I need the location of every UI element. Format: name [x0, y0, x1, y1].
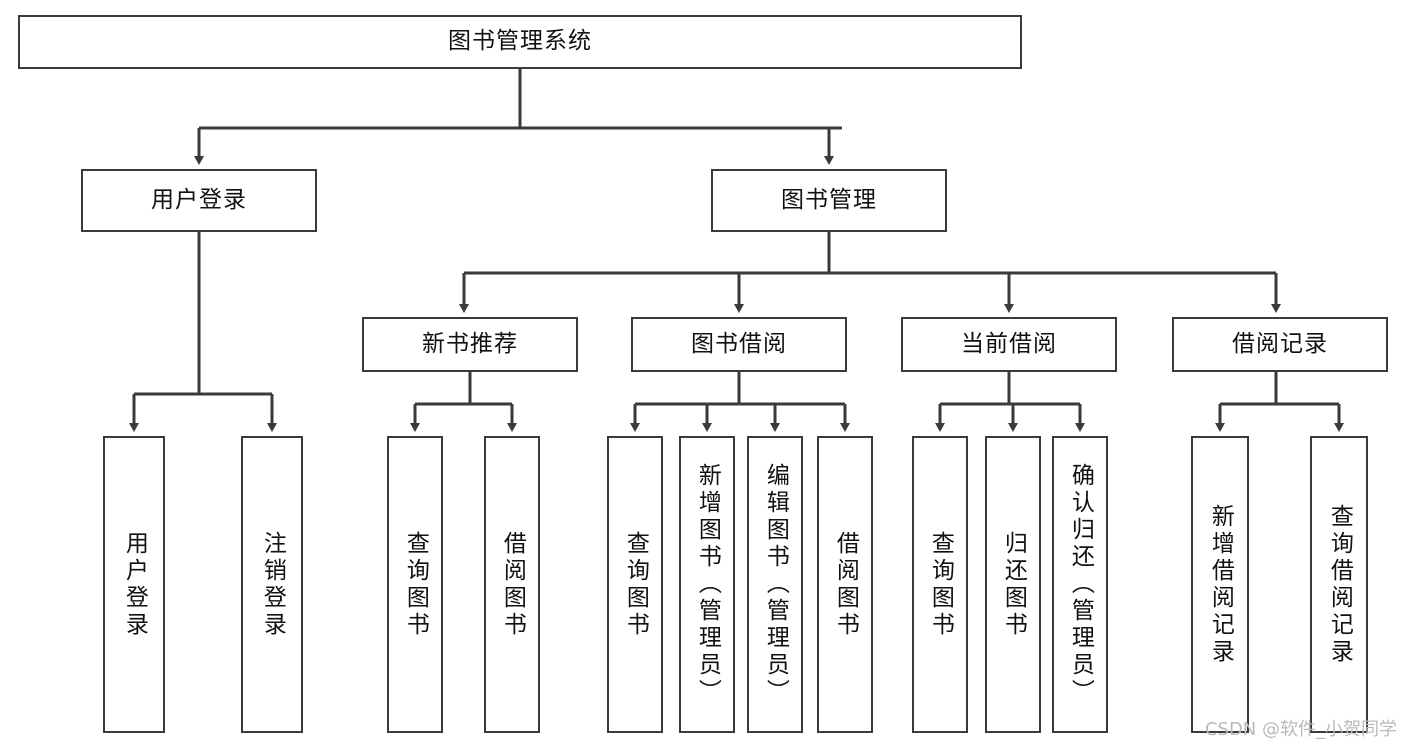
node-new-book-recommend-label: 新书推荐: [422, 330, 518, 357]
node-leaf-borrow-book-recommend[interactable]: 借阅图书: [484, 436, 540, 733]
node-leaf-confirm-return-admin[interactable]: 确认归还（管理员）: [1052, 436, 1108, 733]
node-leaf-query-book-recommend[interactable]: 查询图书: [387, 436, 443, 733]
node-root[interactable]: 图书管理系统: [18, 15, 1022, 69]
node-leaf-logout[interactable]: 注销登录: [241, 436, 303, 733]
node-book-borrow[interactable]: 图书借阅: [631, 317, 847, 372]
node-leaf-query-book-recommend-label: 查询图书: [402, 530, 429, 639]
node-borrow-record[interactable]: 借阅记录: [1172, 317, 1388, 372]
node-user-login-label: 用户登录: [151, 186, 247, 213]
node-leaf-logout-label: 注销登录: [259, 530, 286, 639]
node-borrow-record-label: 借阅记录: [1232, 330, 1328, 357]
node-leaf-query-borrow-record-label: 查询借阅记录: [1326, 503, 1353, 666]
node-leaf-edit-book-admin-label: 编辑图书（管理员）: [762, 463, 789, 706]
node-leaf-borrow-book[interactable]: 借阅图书: [817, 436, 873, 733]
node-leaf-add-book-admin-label: 新增图书（管理员）: [694, 463, 721, 706]
node-book-management[interactable]: 图书管理: [711, 169, 947, 232]
node-leaf-return-book[interactable]: 归还图书: [985, 436, 1041, 733]
node-leaf-edit-book-admin[interactable]: 编辑图书（管理员）: [747, 436, 803, 733]
node-leaf-borrow-book-recommend-label: 借阅图书: [499, 530, 526, 639]
csdn-watermark: CSDN @软件_小贺同学: [1204, 719, 1397, 740]
node-root-label: 图书管理系统: [448, 28, 592, 55]
node-leaf-query-book-borrow[interactable]: 查询图书: [607, 436, 663, 733]
node-leaf-add-borrow-record-label: 新增借阅记录: [1207, 503, 1234, 666]
node-leaf-return-book-label: 归还图书: [1000, 530, 1027, 639]
node-leaf-query-book-current[interactable]: 查询图书: [912, 436, 968, 733]
node-book-management-label: 图书管理: [781, 186, 877, 213]
node-leaf-borrow-book-label: 借阅图书: [832, 530, 859, 639]
node-leaf-add-book-admin[interactable]: 新增图书（管理员）: [679, 436, 735, 733]
node-leaf-query-borrow-record[interactable]: 查询借阅记录: [1310, 436, 1368, 733]
node-leaf-user-login[interactable]: 用户登录: [103, 436, 165, 733]
node-leaf-query-book-current-label: 查询图书: [927, 530, 954, 639]
node-current-borrow-label: 当前借阅: [961, 330, 1057, 357]
node-user-login[interactable]: 用户登录: [81, 169, 317, 232]
node-leaf-add-borrow-record[interactable]: 新增借阅记录: [1191, 436, 1249, 733]
node-leaf-user-login-label: 用户登录: [121, 530, 148, 639]
node-leaf-query-book-borrow-label: 查询图书: [622, 530, 649, 639]
node-leaf-confirm-return-admin-label: 确认归还（管理员）: [1067, 463, 1094, 706]
node-book-borrow-label: 图书借阅: [691, 330, 787, 357]
node-new-book-recommend[interactable]: 新书推荐: [362, 317, 578, 372]
node-current-borrow[interactable]: 当前借阅: [901, 317, 1117, 372]
